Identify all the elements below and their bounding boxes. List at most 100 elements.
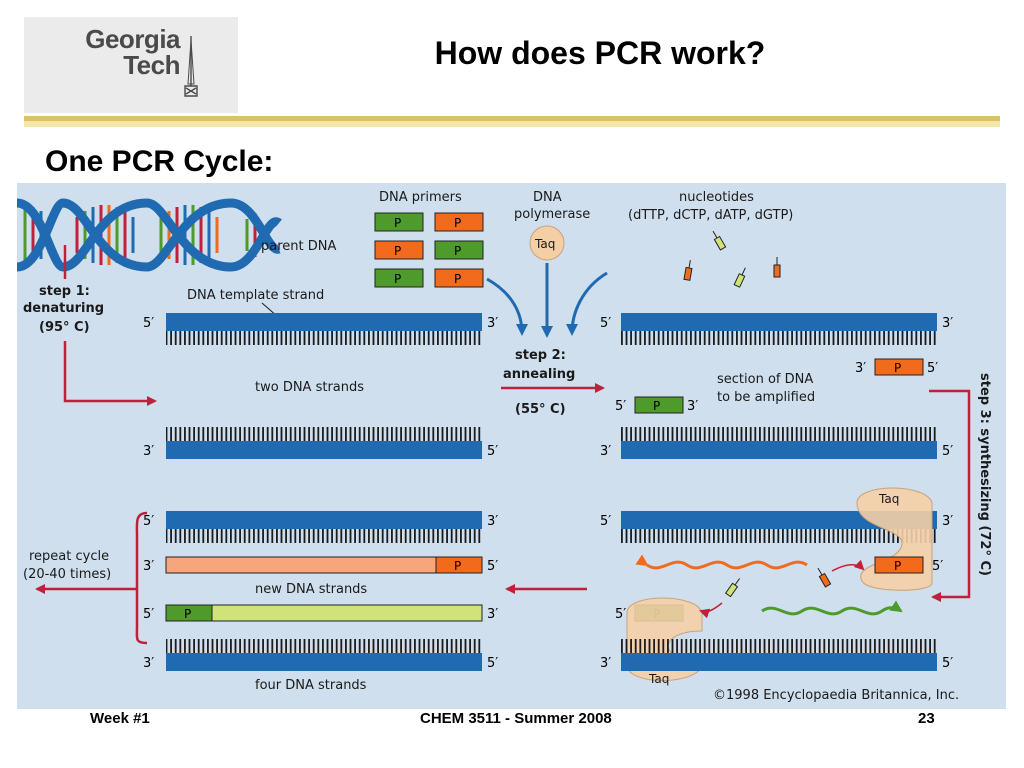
- three-prime-label: 3′: [487, 607, 498, 622]
- taq-label: Taq: [878, 492, 899, 506]
- five-prime-label: 5′: [487, 559, 498, 574]
- five-prime-label: 5′: [932, 559, 943, 574]
- repeat-label-line1: repeat cycle: [29, 549, 109, 564]
- four-strands-label: four DNA strands: [255, 678, 367, 693]
- three-prime-label: 3′: [143, 444, 154, 459]
- denatured-strand-bottom: [166, 427, 482, 459]
- five-prime-label: 5′: [600, 514, 611, 529]
- three-prime-label: 3′: [942, 316, 953, 331]
- new-strands-label: new DNA strands: [255, 582, 367, 597]
- five-prime-label: 5′: [487, 656, 498, 671]
- three-prime-label: 3′: [942, 514, 953, 529]
- extending-primer-orange: [874, 556, 924, 574]
- template-strand-label: DNA template strand: [187, 288, 324, 303]
- header-rule-shadow: [24, 121, 1000, 127]
- orange-synthesis-arrow: [635, 554, 808, 570]
- logo-background: [24, 17, 238, 113]
- footer-page-number: 23: [918, 710, 935, 727]
- primer-label: P: [394, 272, 401, 286]
- taq-label: Taq: [534, 237, 555, 251]
- result-strand-1: [166, 511, 482, 543]
- footer-course: CHEM 3511 - Summer 2008: [420, 710, 612, 727]
- parent-dna-label: parent DNA: [261, 239, 336, 254]
- step2-label-line1: step 2:: [515, 348, 566, 363]
- step1-label-line2: denaturing: [23, 301, 104, 316]
- primer-label: P: [454, 216, 461, 230]
- primers-flow-arrow: [486, 277, 528, 336]
- three-prime-label: 3′: [143, 559, 154, 574]
- three-prime-label: 3′: [687, 399, 698, 414]
- primer-label: P: [454, 244, 461, 258]
- section-label-line2: to be amplified: [717, 390, 815, 405]
- primer-label: P: [394, 216, 401, 230]
- primer-label: P: [454, 559, 461, 573]
- incorporate-arrow: [699, 602, 723, 619]
- nucleotides-label-1: nucleotides: [679, 190, 754, 205]
- five-prime-label: 5′: [143, 514, 154, 529]
- footer-week: Week #1: [90, 710, 150, 727]
- nucleotide-icon: [724, 578, 740, 598]
- polymerase-label-2: polymerase: [514, 207, 590, 222]
- five-prime-label: 5′: [143, 607, 154, 622]
- step1-label-line3: (95° C): [39, 320, 90, 335]
- step2-label-line2: annealing: [503, 367, 575, 382]
- pcr-cycle-diagram: parent DNA DNA primers P P P P P P DNA p…: [17, 183, 1006, 709]
- step3-arrow: [929, 389, 971, 602]
- green-synthesis-arrow: [761, 600, 903, 616]
- parent-dna-helix: [17, 198, 282, 272]
- copyright-label: ©1998 Encyclopaedia Britannica, Inc.: [713, 688, 959, 703]
- header-rule: [24, 116, 1000, 121]
- three-prime-label: 3′: [855, 361, 866, 376]
- result-strand-4: [166, 639, 482, 671]
- logo-line-2: Tech: [123, 50, 180, 80]
- logo-line-1: Georgia: [85, 24, 180, 54]
- nucleotides-flow-arrow: [566, 271, 608, 336]
- georgia-tech-logo: Georgia Tech: [34, 26, 180, 78]
- primer-label: P: [394, 244, 401, 258]
- taq-polymerase-icon: [529, 225, 565, 261]
- dna-primers-label: DNA primers: [379, 190, 462, 205]
- five-prime-label: 5′: [615, 607, 626, 622]
- result-strand-2-new: [165, 556, 483, 574]
- annealed-primer-orange: [874, 358, 924, 376]
- annealed-primer-green: [634, 396, 684, 414]
- step2-label-line3: (55° C): [515, 402, 566, 417]
- repeat-bracket: [135, 511, 148, 645]
- three-prime-label: 3′: [143, 656, 154, 671]
- five-prime-label: 5′: [600, 316, 611, 331]
- primer-label: P: [184, 607, 191, 621]
- step1-label-line1: step 1:: [39, 284, 90, 299]
- result-strand-3-new: [165, 604, 483, 622]
- polymerase-label-1: DNA: [533, 190, 562, 205]
- two-strands-label: two DNA strands: [255, 380, 364, 395]
- section-label-line1: section of DNA: [717, 372, 813, 387]
- five-prime-label: 5′: [143, 316, 154, 331]
- primer-label: P: [454, 272, 461, 286]
- nucleotide-icon: [817, 567, 832, 588]
- repeat-label-line2: (20-40 times): [23, 567, 111, 582]
- synth-strand-bottom: [621, 639, 937, 671]
- incorporate-arrow: [831, 559, 865, 572]
- synth-strand-top: [621, 511, 937, 543]
- step1-arrow: [63, 341, 157, 406]
- primer-label: P: [653, 399, 660, 413]
- five-prime-label: 5′: [942, 444, 953, 459]
- annealed-strand-top: [621, 313, 937, 345]
- denatured-strand-top: [166, 313, 482, 345]
- page-title: How does PCR work?: [434, 35, 766, 71]
- tech-tower-icon: [184, 36, 198, 97]
- section-subtitle: One PCR Cycle:: [45, 145, 274, 178]
- three-prime-label: 3′: [600, 656, 611, 671]
- five-prime-label: 5′: [927, 361, 938, 376]
- primer-label: P: [894, 559, 901, 573]
- step3-label: step 3: synthesizing (72° C): [977, 373, 992, 576]
- five-prime-label: 5′: [942, 656, 953, 671]
- nucleotides-label-2: (dTTP, dCTP, dATP, dGTP): [628, 208, 793, 223]
- primer-set: P P P P P P: [374, 212, 484, 288]
- nucleotide-icons: [683, 230, 781, 288]
- three-prime-label: 3′: [600, 444, 611, 459]
- taq-label: Taq: [648, 672, 669, 686]
- three-prime-label: 3′: [487, 316, 498, 331]
- primer-label: P: [894, 361, 901, 375]
- five-prime-label: 5′: [615, 399, 626, 414]
